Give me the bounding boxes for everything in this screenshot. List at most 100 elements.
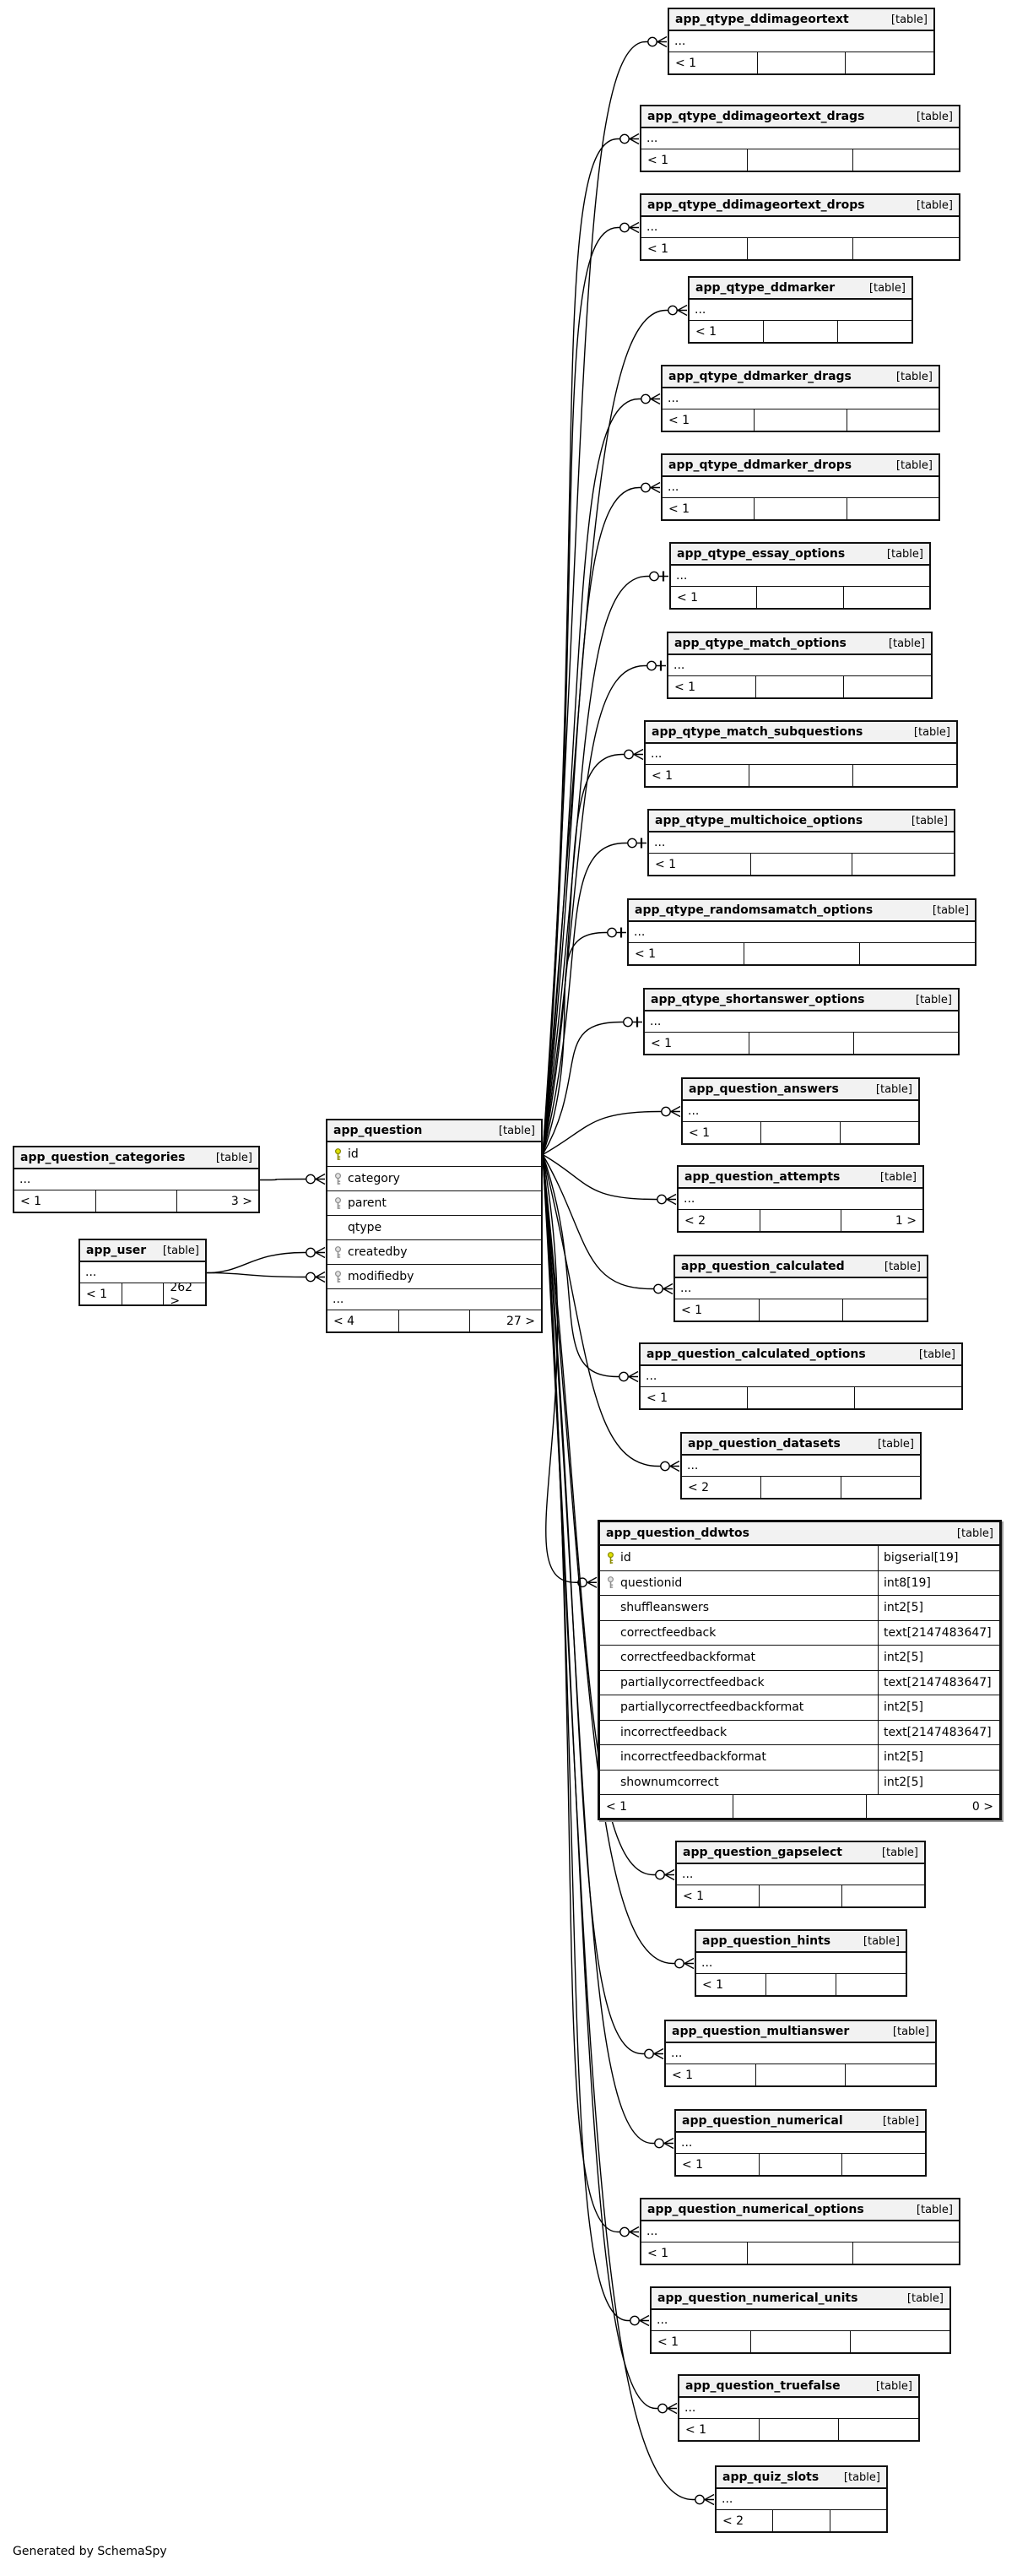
relationship-line bbox=[542, 1154, 659, 1467]
table-app_question_multianswer[interactable]: app_question_multianswer[table]...< 1 bbox=[664, 2020, 937, 2087]
table-name-link[interactable]: app_qtype_ddmarker_drops bbox=[668, 458, 852, 472]
table-name-link[interactable]: app_question_datasets bbox=[688, 1437, 841, 1451]
table-name-link[interactable]: app_question_answers bbox=[689, 1082, 839, 1096]
footer-mid bbox=[747, 1387, 854, 1408]
table-header: app_qtype_essay_options[table] bbox=[671, 544, 929, 566]
table-name-link[interactable]: app_question_attempts bbox=[684, 1170, 841, 1184]
table-name-link[interactable]: app_qtype_match_subquestions bbox=[652, 725, 863, 739]
table-app_qtype_randomsamatch_options[interactable]: app_qtype_randomsamatch_options[table]..… bbox=[627, 898, 976, 966]
table-name-link[interactable]: app_question bbox=[333, 1124, 423, 1137]
column-row: createdby bbox=[327, 1240, 541, 1265]
table-app_question_datasets[interactable]: app_question_datasets[table]...< 2 bbox=[680, 1432, 922, 1500]
table-name-link[interactable]: app_qtype_randomsamatch_options bbox=[635, 903, 874, 917]
table-header: app_question_gapselect[table] bbox=[677, 1842, 924, 1864]
table-app_question_truefalse[interactable]: app_question_truefalse[table]...< 1 bbox=[678, 2374, 920, 2442]
table-header: app_question_calculated_options[table] bbox=[641, 1344, 961, 1366]
footer-left: < 1 bbox=[702, 1977, 724, 1992]
footer-left: < 1 bbox=[675, 56, 697, 70]
footer-mid bbox=[746, 238, 853, 259]
table-name-link[interactable]: app_user bbox=[86, 1244, 147, 1257]
table-app_quiz_slots[interactable]: app_quiz_slots[table]...< 2 bbox=[715, 2465, 888, 2533]
table-app_qtype_multichoice_options[interactable]: app_qtype_multichoice_options[table]...<… bbox=[647, 809, 955, 876]
table-app_qtype_ddimageortext_drags[interactable]: app_qtype_ddimageortext_drags[table]...<… bbox=[640, 105, 960, 172]
table-name-link[interactable]: app_question_numerical_options bbox=[647, 2203, 864, 2216]
table-name-link[interactable]: app_question_calculated_options bbox=[646, 1348, 866, 1361]
table-name-link[interactable]: app_quiz_slots bbox=[722, 2470, 820, 2484]
table-app_qtype_ddimageortext_drops[interactable]: app_qtype_ddimageortext_drops[table]...<… bbox=[640, 193, 960, 261]
table-name-link[interactable]: app_question_ddwtos bbox=[606, 1527, 750, 1540]
table-app_question_hints[interactable]: app_question_hints[table]...< 1 bbox=[695, 1929, 907, 1997]
table-name-link[interactable]: app_qtype_ddmarker bbox=[695, 281, 836, 295]
table-app_question_answers[interactable]: app_question_answers[table]...< 1 bbox=[681, 1077, 920, 1145]
table-app_qtype_essay_options[interactable]: app_qtype_essay_options[table]...< 1 bbox=[669, 542, 931, 610]
footer-left: < 1 bbox=[20, 1194, 42, 1208]
table-app_qtype_ddimageortext[interactable]: app_qtype_ddimageortext[table]...< 1 bbox=[668, 8, 935, 75]
table-tag: [table] bbox=[916, 2203, 953, 2216]
table-app_question_numerical_units[interactable]: app_question_numerical_units[table]...< … bbox=[650, 2286, 951, 2354]
table-tag: [table] bbox=[911, 814, 948, 827]
table-app_qtype_match_options[interactable]: app_qtype_match_options[table]...< 1 bbox=[667, 632, 933, 699]
table-app_question_numerical[interactable]: app_question_numerical[table]...< 1 bbox=[674, 2109, 927, 2177]
table-app_qtype_match_subquestions[interactable]: app_qtype_match_subquestions[table]...< … bbox=[644, 720, 958, 788]
table-name-link[interactable]: app_question_categories bbox=[20, 1151, 186, 1164]
table-name-link[interactable]: app_qtype_ddimageortext bbox=[675, 13, 849, 26]
table-name-link[interactable]: app_question_calculated bbox=[681, 1260, 845, 1273]
footer-right bbox=[845, 2064, 935, 2085]
table-footer: < 1 bbox=[668, 676, 931, 697]
zero-cardinality-icon bbox=[619, 1371, 629, 1382]
zero-cardinality-icon bbox=[619, 133, 630, 144]
footer-mid bbox=[760, 1477, 840, 1498]
table-app_qtype_ddmarker[interactable]: app_qtype_ddmarker[table]...< 1 bbox=[688, 276, 913, 344]
table-app_question_numerical_options[interactable]: app_question_numerical_options [table]...… bbox=[640, 2198, 960, 2265]
table-app_question_calculated_options[interactable]: app_question_calculated_options[table]..… bbox=[639, 1342, 963, 1410]
column-name-label: shownumcorrect bbox=[620, 1775, 719, 1789]
many-cardinality-icon bbox=[587, 1576, 598, 1588]
table-name-link[interactable]: app_qtype_match_options bbox=[674, 637, 847, 650]
column-name: partiallycorrectfeedback bbox=[600, 1671, 878, 1695]
table-name-link[interactable]: app_question_gapselect bbox=[683, 1846, 842, 1859]
table-name-link[interactable]: app_question_numerical_units bbox=[657, 2291, 858, 2305]
more-columns-ellipsis: ... bbox=[663, 388, 939, 409]
footer-left: < 1 bbox=[646, 1391, 668, 1405]
table-name-link[interactable]: app_qtype_multichoice_options bbox=[655, 814, 863, 827]
table-footer: < 1 bbox=[663, 498, 939, 519]
footer-mid bbox=[758, 2419, 839, 2440]
more-columns-ellipsis: ... bbox=[641, 2221, 959, 2242]
table-app_qtype_shortanswer_options[interactable]: app_qtype_shortanswer_options[table]...<… bbox=[643, 988, 960, 1055]
table-name-link[interactable]: app_question_multianswer bbox=[672, 2025, 850, 2038]
table-footer: < 1 bbox=[683, 1122, 918, 1143]
table-footer: < 1 bbox=[641, 2242, 959, 2264]
footer-right bbox=[846, 409, 939, 431]
footer-mid bbox=[746, 149, 853, 171]
table-name-link[interactable]: app_qtype_essay_options bbox=[677, 547, 846, 561]
many-cardinality-icon bbox=[633, 748, 644, 761]
table-header: app_question_calculated[table] bbox=[675, 1256, 927, 1278]
table-footer: < 1 bbox=[629, 943, 975, 964]
more-columns-ellipsis: ... bbox=[327, 1289, 541, 1310]
footer-right bbox=[852, 854, 954, 875]
table-name-link[interactable]: app_question_numerical bbox=[682, 2114, 843, 2128]
table-app_qtype_ddmarker_drops[interactable]: app_qtype_ddmarker_drops[table]...< 1 bbox=[661, 453, 940, 521]
table-app_question_gapselect[interactable]: app_question_gapselect[table]...< 1 bbox=[675, 1841, 926, 1908]
table-tag: [table] bbox=[913, 725, 950, 739]
table-name-link[interactable]: app_qtype_ddimageortext_drags bbox=[647, 110, 865, 123]
column-name-label: partiallycorrectfeedbackformat bbox=[620, 1700, 804, 1715]
table-app_qtype_ddmarker_drags[interactable]: app_qtype_ddmarker_drags[table]...< 1 bbox=[661, 365, 940, 432]
table-name-link[interactable]: app_qtype_shortanswer_options bbox=[651, 993, 865, 1006]
table-name-link[interactable]: app_question_hints bbox=[702, 1934, 831, 1948]
table-app_question_calculated[interactable]: app_question_calculated[table]...< 1 bbox=[673, 1255, 928, 1322]
footer-mid bbox=[744, 943, 859, 964]
table-name-link[interactable]: app_qtype_ddimageortext_drops bbox=[647, 198, 865, 212]
column-name: correctfeedbackformat bbox=[600, 1646, 878, 1670]
table-name-link[interactable]: app_qtype_ddmarker_drags bbox=[668, 370, 852, 383]
table-name-link[interactable]: app_question_truefalse bbox=[685, 2379, 841, 2393]
column-type: text[2147483647] bbox=[878, 1720, 999, 1744]
